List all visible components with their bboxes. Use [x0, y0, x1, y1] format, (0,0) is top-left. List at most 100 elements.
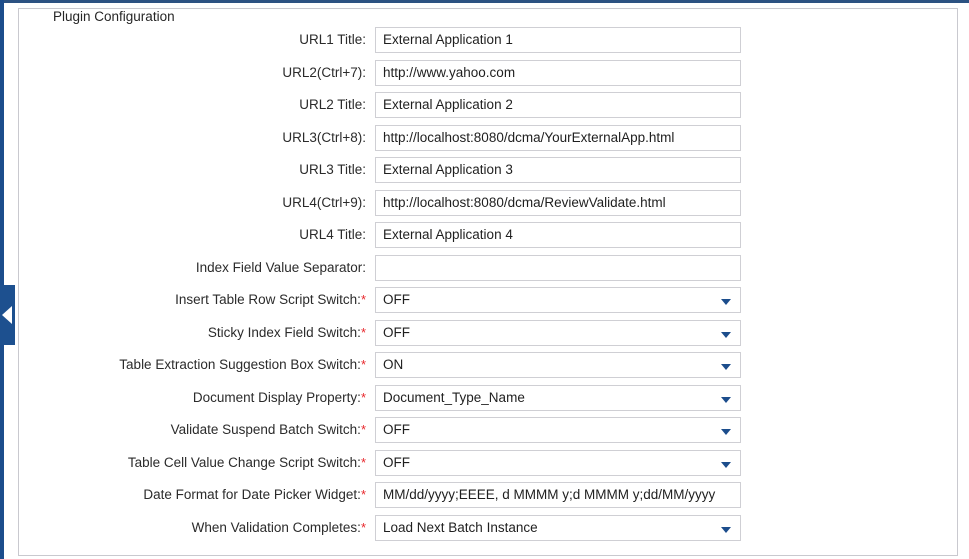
field-select[interactable]: OFF — [375, 417, 741, 443]
field-label-text: Document Display Property: — [192, 389, 361, 405]
field-value: OFF — [383, 292, 410, 307]
field-label-text: URL3 Title: — [299, 162, 366, 177]
top-divider — [0, 0, 969, 3]
required-asterisk: * — [360, 357, 366, 372]
required-asterisk: * — [360, 389, 366, 405]
field-value: External Application 2 — [383, 97, 513, 112]
form-row: Validate Suspend Batch Switch:* OFF — [0, 417, 969, 450]
required-asterisk: * — [360, 519, 366, 535]
field-label-text: Sticky Index Field Switch: — [207, 324, 361, 340]
field-input[interactable]: http://www.yahoo.com — [375, 59, 741, 86]
plugin-configuration-form: URL1 Title: External Application 1 URL2(Ct… — [0, 27, 969, 547]
field-input[interactable]: MM/dd/yyyy;EEEE, d MMMM y;d MMMM y;dd/MM… — [375, 482, 741, 508]
field-label-text: URL1 Title: — [299, 32, 366, 47]
field-select[interactable]: OFF — [375, 319, 741, 346]
field-value: OFF — [383, 324, 410, 340]
field-label: Insert Table Row Script Switch:* — [0, 287, 375, 313]
required-asterisk: * — [360, 422, 366, 437]
field-label: Table Cell Value Change Script Switch:* — [0, 450, 375, 476]
field-input[interactable]: http://localhost:8080/dcma/YourExternalA… — [375, 124, 741, 151]
field-value: OFF — [383, 422, 410, 437]
field-input[interactable]: External Application 1 — [375, 27, 741, 53]
field-value: OFF — [383, 454, 410, 470]
form-row: Table Cell Value Change Script Switch:* O… — [0, 449, 969, 483]
field-label-text: When Validation Completes: — [191, 519, 361, 535]
chevron-down-icon[interactable] — [721, 364, 731, 370]
required-asterisk: * — [360, 324, 366, 340]
field-label-text: URL2 Title: — [299, 97, 366, 112]
form-row: URL2(Ctrl+7): http://www.yahoo.com — [0, 59, 969, 93]
field-select[interactable]: Load Next Batch Instance — [375, 514, 741, 541]
field-label: URL1 Title: — [0, 27, 375, 53]
field-label: URL2 Title: — [0, 92, 375, 118]
field-value: External Application 1 — [383, 32, 513, 47]
field-select[interactable]: OFF — [375, 449, 741, 476]
form-row: URL3(Ctrl+8): http://localhost:8080/dcma/… — [0, 124, 969, 158]
field-input[interactable]: External Application 2 — [375, 92, 741, 118]
form-row: Table Extraction Suggestion Box Switch:*… — [0, 352, 969, 385]
required-asterisk: * — [360, 454, 366, 470]
form-row: URL2 Title: External Application 2 — [0, 92, 969, 125]
chevron-down-icon[interactable] — [721, 429, 731, 435]
form-row: Sticky Index Field Switch:* OFF — [0, 319, 969, 353]
chevron-down-icon[interactable] — [721, 396, 731, 403]
form-row: When Validation Completes:* Load Next Bat… — [0, 514, 969, 548]
field-input[interactable]: External Application 4 — [375, 222, 741, 248]
panel-collapse-handle[interactable] — [0, 285, 15, 345]
chevron-down-icon[interactable] — [721, 526, 731, 533]
form-row: URL4(Ctrl+9): http://localhost:8080/dcma/… — [0, 189, 969, 223]
group-legend: Plugin Configuration — [47, 10, 181, 24]
left-edge-rail — [0, 0, 4, 559]
form-row: Document Display Property:* Document_Type… — [0, 384, 969, 418]
field-value: Load Next Batch Instance — [383, 519, 538, 535]
field-label-text: Table Extraction Suggestion Box Switch: — [119, 357, 361, 372]
field-label: Index Field Value Separator: — [0, 255, 375, 281]
field-value: External Application 4 — [383, 227, 513, 242]
field-value: http://localhost:8080/dcma/ReviewValidat… — [383, 194, 666, 210]
chevron-down-icon[interactable] — [721, 299, 731, 305]
form-row: URL4 Title: External Application 4 — [0, 222, 969, 255]
field-label: URL3(Ctrl+8): — [0, 125, 375, 151]
field-label-text: Index Field Value Separator: — [195, 259, 366, 275]
field-label: Document Display Property:* — [0, 385, 375, 411]
field-label-text: Validate Suspend Batch Switch: — [170, 422, 361, 437]
form-row: Index Field Value Separator: — [0, 254, 969, 288]
field-label: Date Format for Date Picker Widget:* — [0, 482, 375, 508]
field-label: Sticky Index Field Switch:* — [0, 320, 375, 346]
field-value: External Application 3 — [383, 162, 513, 177]
field-label: URL4 Title: — [0, 222, 375, 248]
field-input[interactable] — [375, 254, 741, 281]
field-label-text: URL4(Ctrl+9): — [282, 194, 366, 210]
field-value: MM/dd/yyyy;EEEE, d MMMM y;d MMMM y;dd/MM… — [383, 487, 716, 502]
field-input[interactable]: http://localhost:8080/dcma/ReviewValidat… — [375, 189, 741, 216]
form-row: Insert Table Row Script Switch:* OFF — [0, 287, 969, 320]
form-row: URL1 Title: External Application 1 — [0, 27, 969, 60]
required-asterisk: * — [360, 487, 366, 502]
chevron-down-icon[interactable] — [721, 461, 731, 468]
field-label-text: URL3(Ctrl+8): — [282, 129, 366, 145]
field-label: URL4(Ctrl+9): — [0, 190, 375, 216]
field-value: Document_Type_Name — [383, 389, 525, 405]
triangle-left-icon — [2, 306, 12, 324]
required-asterisk: * — [360, 292, 366, 307]
chevron-down-icon[interactable] — [721, 331, 731, 338]
field-input[interactable]: External Application 3 — [375, 157, 741, 183]
field-select[interactable]: OFF — [375, 287, 741, 313]
field-label: Table Extraction Suggestion Box Switch:* — [0, 352, 375, 378]
form-row: URL3 Title: External Application 3 — [0, 157, 969, 190]
field-value: http://www.yahoo.com — [383, 64, 516, 80]
field-label: URL3 Title: — [0, 157, 375, 183]
field-label: URL2(Ctrl+7): — [0, 60, 375, 86]
field-label-text: Insert Table Row Script Switch: — [175, 292, 361, 307]
plugin-configuration-group: Plugin Configuration — [18, 8, 958, 556]
field-label-text: Date Format for Date Picker Widget: — [143, 487, 361, 502]
field-label-text: URL4 Title: — [299, 227, 366, 242]
field-label-text: Table Cell Value Change Script Switch: — [127, 454, 361, 470]
field-value: http://localhost:8080/dcma/YourExternalA… — [383, 129, 675, 145]
field-select[interactable]: Document_Type_Name — [375, 384, 741, 411]
field-label: Validate Suspend Batch Switch:* — [0, 417, 375, 443]
field-label-text: URL2(Ctrl+7): — [282, 64, 366, 80]
field-select[interactable]: ON — [375, 352, 741, 378]
form-row: Date Format for Date Picker Widget:* MM/d… — [0, 482, 969, 515]
field-value: ON — [383, 357, 404, 372]
